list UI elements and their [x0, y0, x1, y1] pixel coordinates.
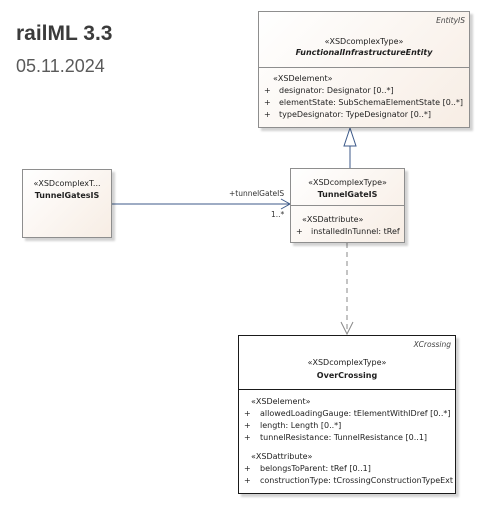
- attribute-text: elementState: SubSchemaElementState [0..…: [279, 98, 464, 107]
- element-text: length: Length [0..*]: [260, 421, 342, 430]
- attribute-text: designator: Designator [0..*]: [279, 86, 394, 95]
- section-label: «XSDattribute»: [251, 452, 313, 461]
- visibility-marker: +: [264, 86, 271, 95]
- class-name: OverCrossing: [316, 371, 378, 380]
- section-label: «XSDelement»: [273, 74, 333, 83]
- visibility-marker: +: [264, 110, 271, 119]
- visibility-marker: +: [244, 421, 251, 430]
- stereotype-label: «XSDcomplexT...: [33, 179, 101, 188]
- visibility-marker: +: [244, 433, 251, 442]
- compartment-divider: [239, 389, 455, 390]
- section-label: «XSDattribute»: [302, 215, 364, 224]
- association-role-label: +tunnelGateIS: [229, 189, 285, 198]
- visibility-marker: +: [244, 476, 251, 485]
- compartment-divider: [259, 67, 469, 68]
- visibility-marker: +: [296, 227, 303, 236]
- attribute-text: installedInTunnel: tRef: [311, 227, 400, 236]
- attribute-text: belongsToParent: tRef [0..1]: [260, 464, 371, 473]
- dependency-arrowhead: [340, 321, 354, 336]
- section-label: «XSDelement»: [251, 397, 311, 406]
- attribute-text: typeDesignator: TypeDesignator [0..*]: [279, 110, 431, 119]
- class-name: TunnelGatesIS: [34, 191, 100, 200]
- attribute-text: constructionType: tCrossingConstructionT…: [260, 476, 454, 485]
- element-text: allowedLoadingGauge: tElementWithIDref […: [260, 409, 451, 418]
- class-tunnel-gate-is[interactable]: «XSDcomplexType» TunnelGateIS «XSDattrib…: [290, 168, 405, 243]
- element-text: tunnelResistance: TunnelResistance [0..1…: [260, 433, 428, 442]
- package-label: EntityIS: [436, 16, 465, 25]
- compartment-divider: [291, 205, 404, 206]
- package-label: XCrossing: [413, 340, 451, 349]
- class-name: FunctionalInfrastructureEntity: [295, 48, 433, 57]
- class-over-crossing[interactable]: XCrossing «XSDcomplexType» OverCrossing …: [238, 335, 456, 494]
- visibility-marker: +: [244, 464, 251, 473]
- class-functional-infrastructure-entity[interactable]: EntityIS «XSDcomplexType» FunctionalInfr…: [258, 11, 470, 128]
- class-tunnel-gates-is[interactable]: «XSDcomplexT... TunnelGatesIS: [22, 169, 112, 238]
- stereotype-label: «XSDcomplexType»: [307, 358, 387, 367]
- class-name: TunnelGateIS: [317, 190, 378, 199]
- diagram-title: railML 3.3: [16, 22, 113, 45]
- diagram-date: 05.11.2024: [16, 56, 105, 76]
- association-multiplicity-label: 1..*: [271, 210, 285, 219]
- visibility-marker: +: [244, 409, 251, 418]
- stereotype-label: «XSDcomplexType»: [324, 37, 404, 46]
- stereotype-label: «XSDcomplexType»: [308, 178, 387, 187]
- generalization-arrowhead: [343, 126, 357, 147]
- visibility-marker: +: [264, 98, 271, 107]
